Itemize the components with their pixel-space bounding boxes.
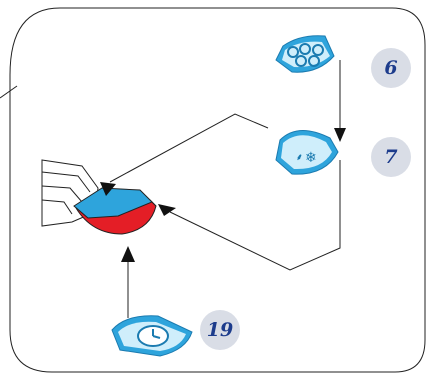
arrow-to-knob-top <box>100 182 116 196</box>
step-badge-7: 7 <box>371 137 411 177</box>
svg-text:⸙: ⸙ <box>296 153 303 163</box>
frame-border <box>9 7 426 373</box>
step-number-6: 6 <box>384 57 398 79</box>
arrow-to-step-7 <box>334 128 346 142</box>
step-number-7: 7 <box>384 146 398 168</box>
timer-dial-icon <box>111 315 193 357</box>
svg-text:❄: ❄ <box>305 150 317 166</box>
flow-lines <box>109 60 341 318</box>
step-badge-6: 6 <box>371 48 411 88</box>
fan-snowflake-icon: ⸙ ❄ <box>275 130 339 175</box>
callout-line <box>0 85 18 99</box>
control-knob[interactable] <box>73 187 157 235</box>
arrow-from-step-19 <box>121 246 135 262</box>
arrow-to-knob-side <box>158 204 176 216</box>
spin-speed-icon <box>275 35 335 73</box>
step-number-19: 19 <box>206 319 234 341</box>
step-badge-19: 19 <box>200 310 240 350</box>
